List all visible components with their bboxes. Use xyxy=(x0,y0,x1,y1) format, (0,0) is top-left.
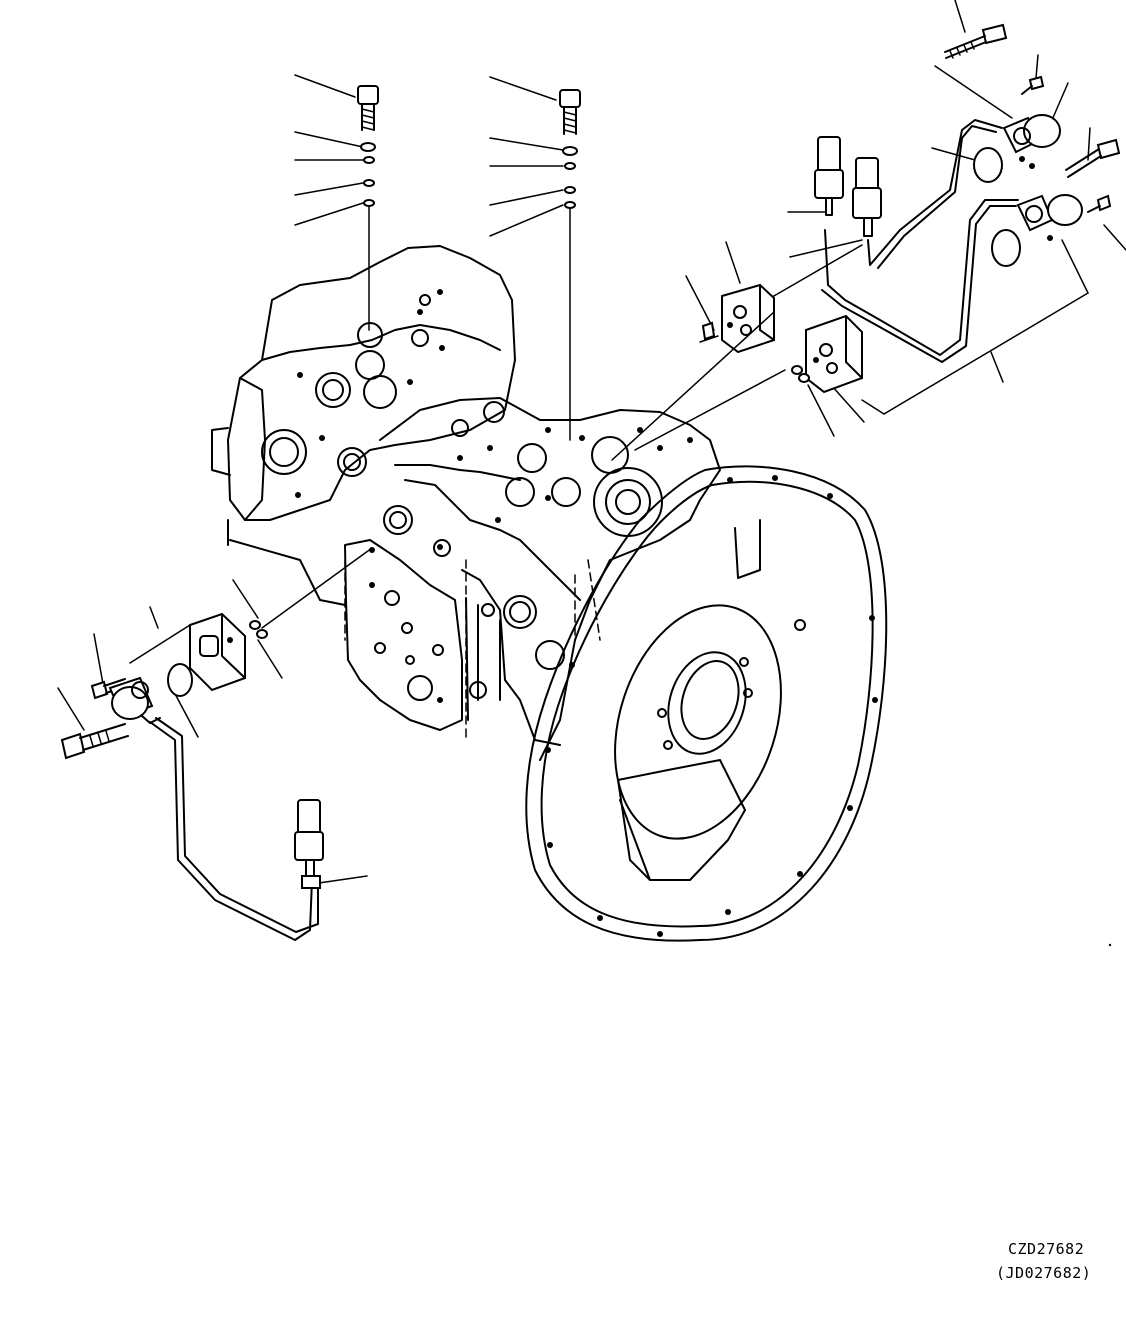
pump-body xyxy=(212,246,720,760)
flywheel-housing xyxy=(526,466,886,940)
solenoid-assembly-right xyxy=(612,25,1119,460)
stray-dot xyxy=(1108,943,1112,947)
drawing-code: CZD27682 xyxy=(1008,1240,1085,1258)
leader-lines xyxy=(58,0,1126,884)
solenoid-assembly-left xyxy=(62,548,372,940)
drawing-code-alt: (JD027682) xyxy=(996,1264,1092,1282)
plug-stack-right xyxy=(560,90,580,440)
plug-stack-left xyxy=(358,86,378,330)
